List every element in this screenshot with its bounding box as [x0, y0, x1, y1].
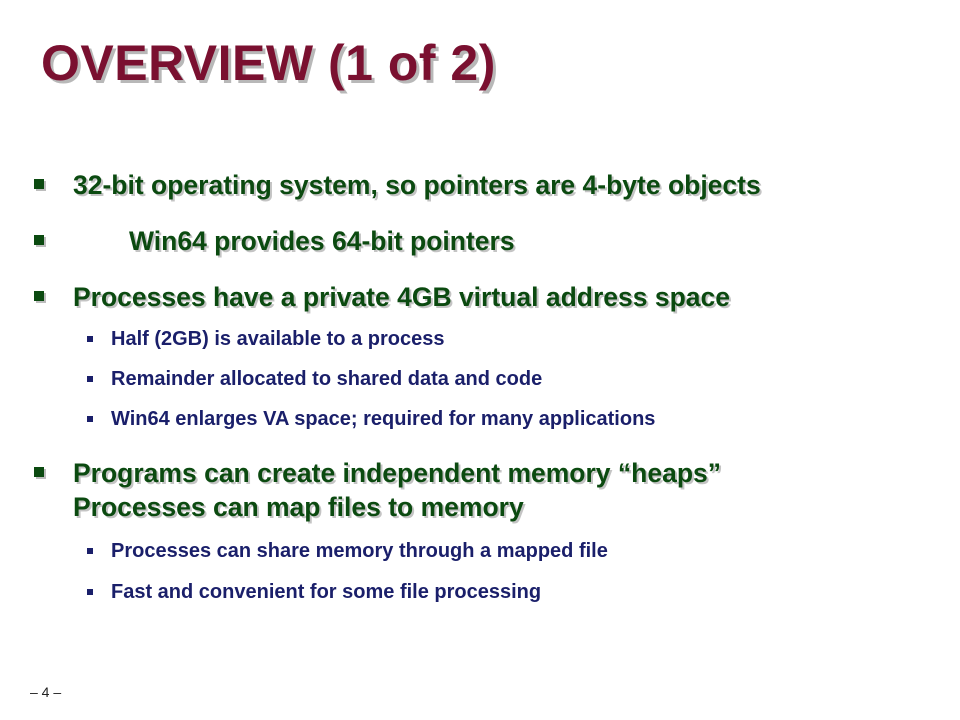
bullet-text: Processes have a private 4GB virtual add… — [73, 282, 730, 312]
slide-title: OVERVIEW (1 of 2) — [41, 35, 496, 91]
subbullet-square-icon — [87, 589, 93, 595]
bullet-square-icon — [34, 235, 44, 245]
subbullet-square-icon — [87, 376, 93, 382]
subbullet-text: Processes can share memory through a map… — [111, 540, 608, 562]
bullet-square-icon — [34, 291, 44, 301]
bullet-text-line-2: Processes can map files to memory — [73, 492, 524, 522]
bullet-square-icon — [34, 179, 44, 189]
subbullet-square-icon — [87, 548, 93, 554]
bullet-text-line-1: Programs can create independent memory “… — [73, 458, 721, 488]
subbullet-square-icon — [87, 336, 93, 342]
subbullet-square-icon — [87, 416, 93, 422]
bullet-text: Win64 provides 64-bit pointers — [129, 226, 515, 256]
subbullet-text: Fast and convenient for some file proces… — [111, 581, 542, 603]
subbullet-text: Half (2GB) is available to a process — [111, 328, 445, 350]
page-number: – 4 – — [30, 684, 62, 700]
bullet-text: 32-bit operating system, so pointers are… — [73, 170, 761, 200]
subbullet-text: Win64 enlarges VA space; required for ma… — [111, 408, 656, 430]
bullet-square-icon — [34, 467, 44, 477]
subbullet-text: Remainder allocated to shared data and c… — [111, 368, 543, 390]
